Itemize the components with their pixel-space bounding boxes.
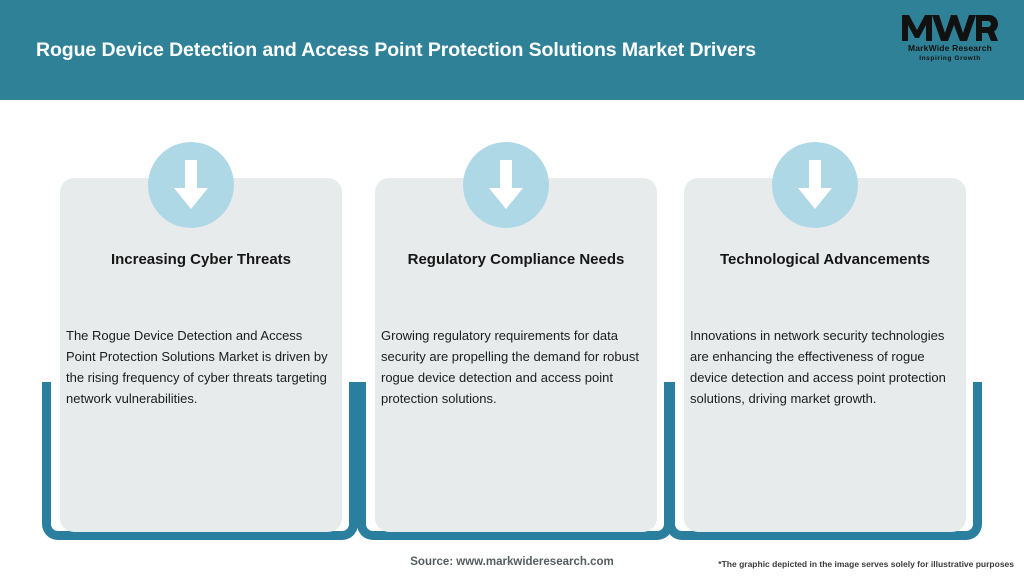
card-panel bbox=[60, 178, 342, 532]
card-panel bbox=[375, 178, 657, 532]
card-title: Technological Advancements bbox=[719, 251, 931, 268]
brand-logo: MarkWide Research Inspiring Growth bbox=[896, 12, 1004, 70]
card-body-text: Growing regulatory requirements for data… bbox=[381, 328, 639, 406]
driver-card: Technological Advancements Innovations i… bbox=[666, 100, 982, 540]
driver-cards-container: Increasing Cyber Threats The Rogue Devic… bbox=[0, 100, 1024, 540]
arrow-down-icon bbox=[463, 142, 549, 228]
card-body-text: The Rogue Device Detection and Access Po… bbox=[66, 328, 328, 406]
page-title: Rogue Device Detection and Access Point … bbox=[36, 38, 756, 61]
arrow-down-icon bbox=[148, 142, 234, 228]
arrow-down-glyph bbox=[489, 160, 523, 209]
card-title: Regulatory Compliance Needs bbox=[407, 251, 625, 268]
mwr-logo-icon bbox=[902, 15, 998, 41]
card-title: Increasing Cyber Threats bbox=[110, 251, 292, 268]
card-frame-accent bbox=[42, 382, 358, 540]
disclaimer-note: *The graphic depicted in the image serve… bbox=[718, 559, 1014, 569]
driver-card: Increasing Cyber Threats The Rogue Devic… bbox=[42, 100, 358, 540]
logo-company-name: MarkWide Research bbox=[907, 43, 993, 53]
arrow-down-glyph bbox=[174, 160, 208, 209]
page-header: Rogue Device Detection and Access Point … bbox=[0, 0, 1024, 100]
card-frame-accent bbox=[666, 382, 982, 540]
card-panel bbox=[684, 178, 966, 532]
arrow-down-icon bbox=[772, 142, 858, 228]
driver-card: Regulatory Compliance Needs Growing regu… bbox=[357, 100, 673, 540]
logo-tagline: Inspiring Growth bbox=[919, 55, 981, 62]
card-body-text: Innovations in network security technolo… bbox=[690, 328, 946, 406]
arrow-down-glyph bbox=[798, 160, 832, 209]
source-attribution: Source: www.markwideresearch.com bbox=[410, 556, 614, 568]
